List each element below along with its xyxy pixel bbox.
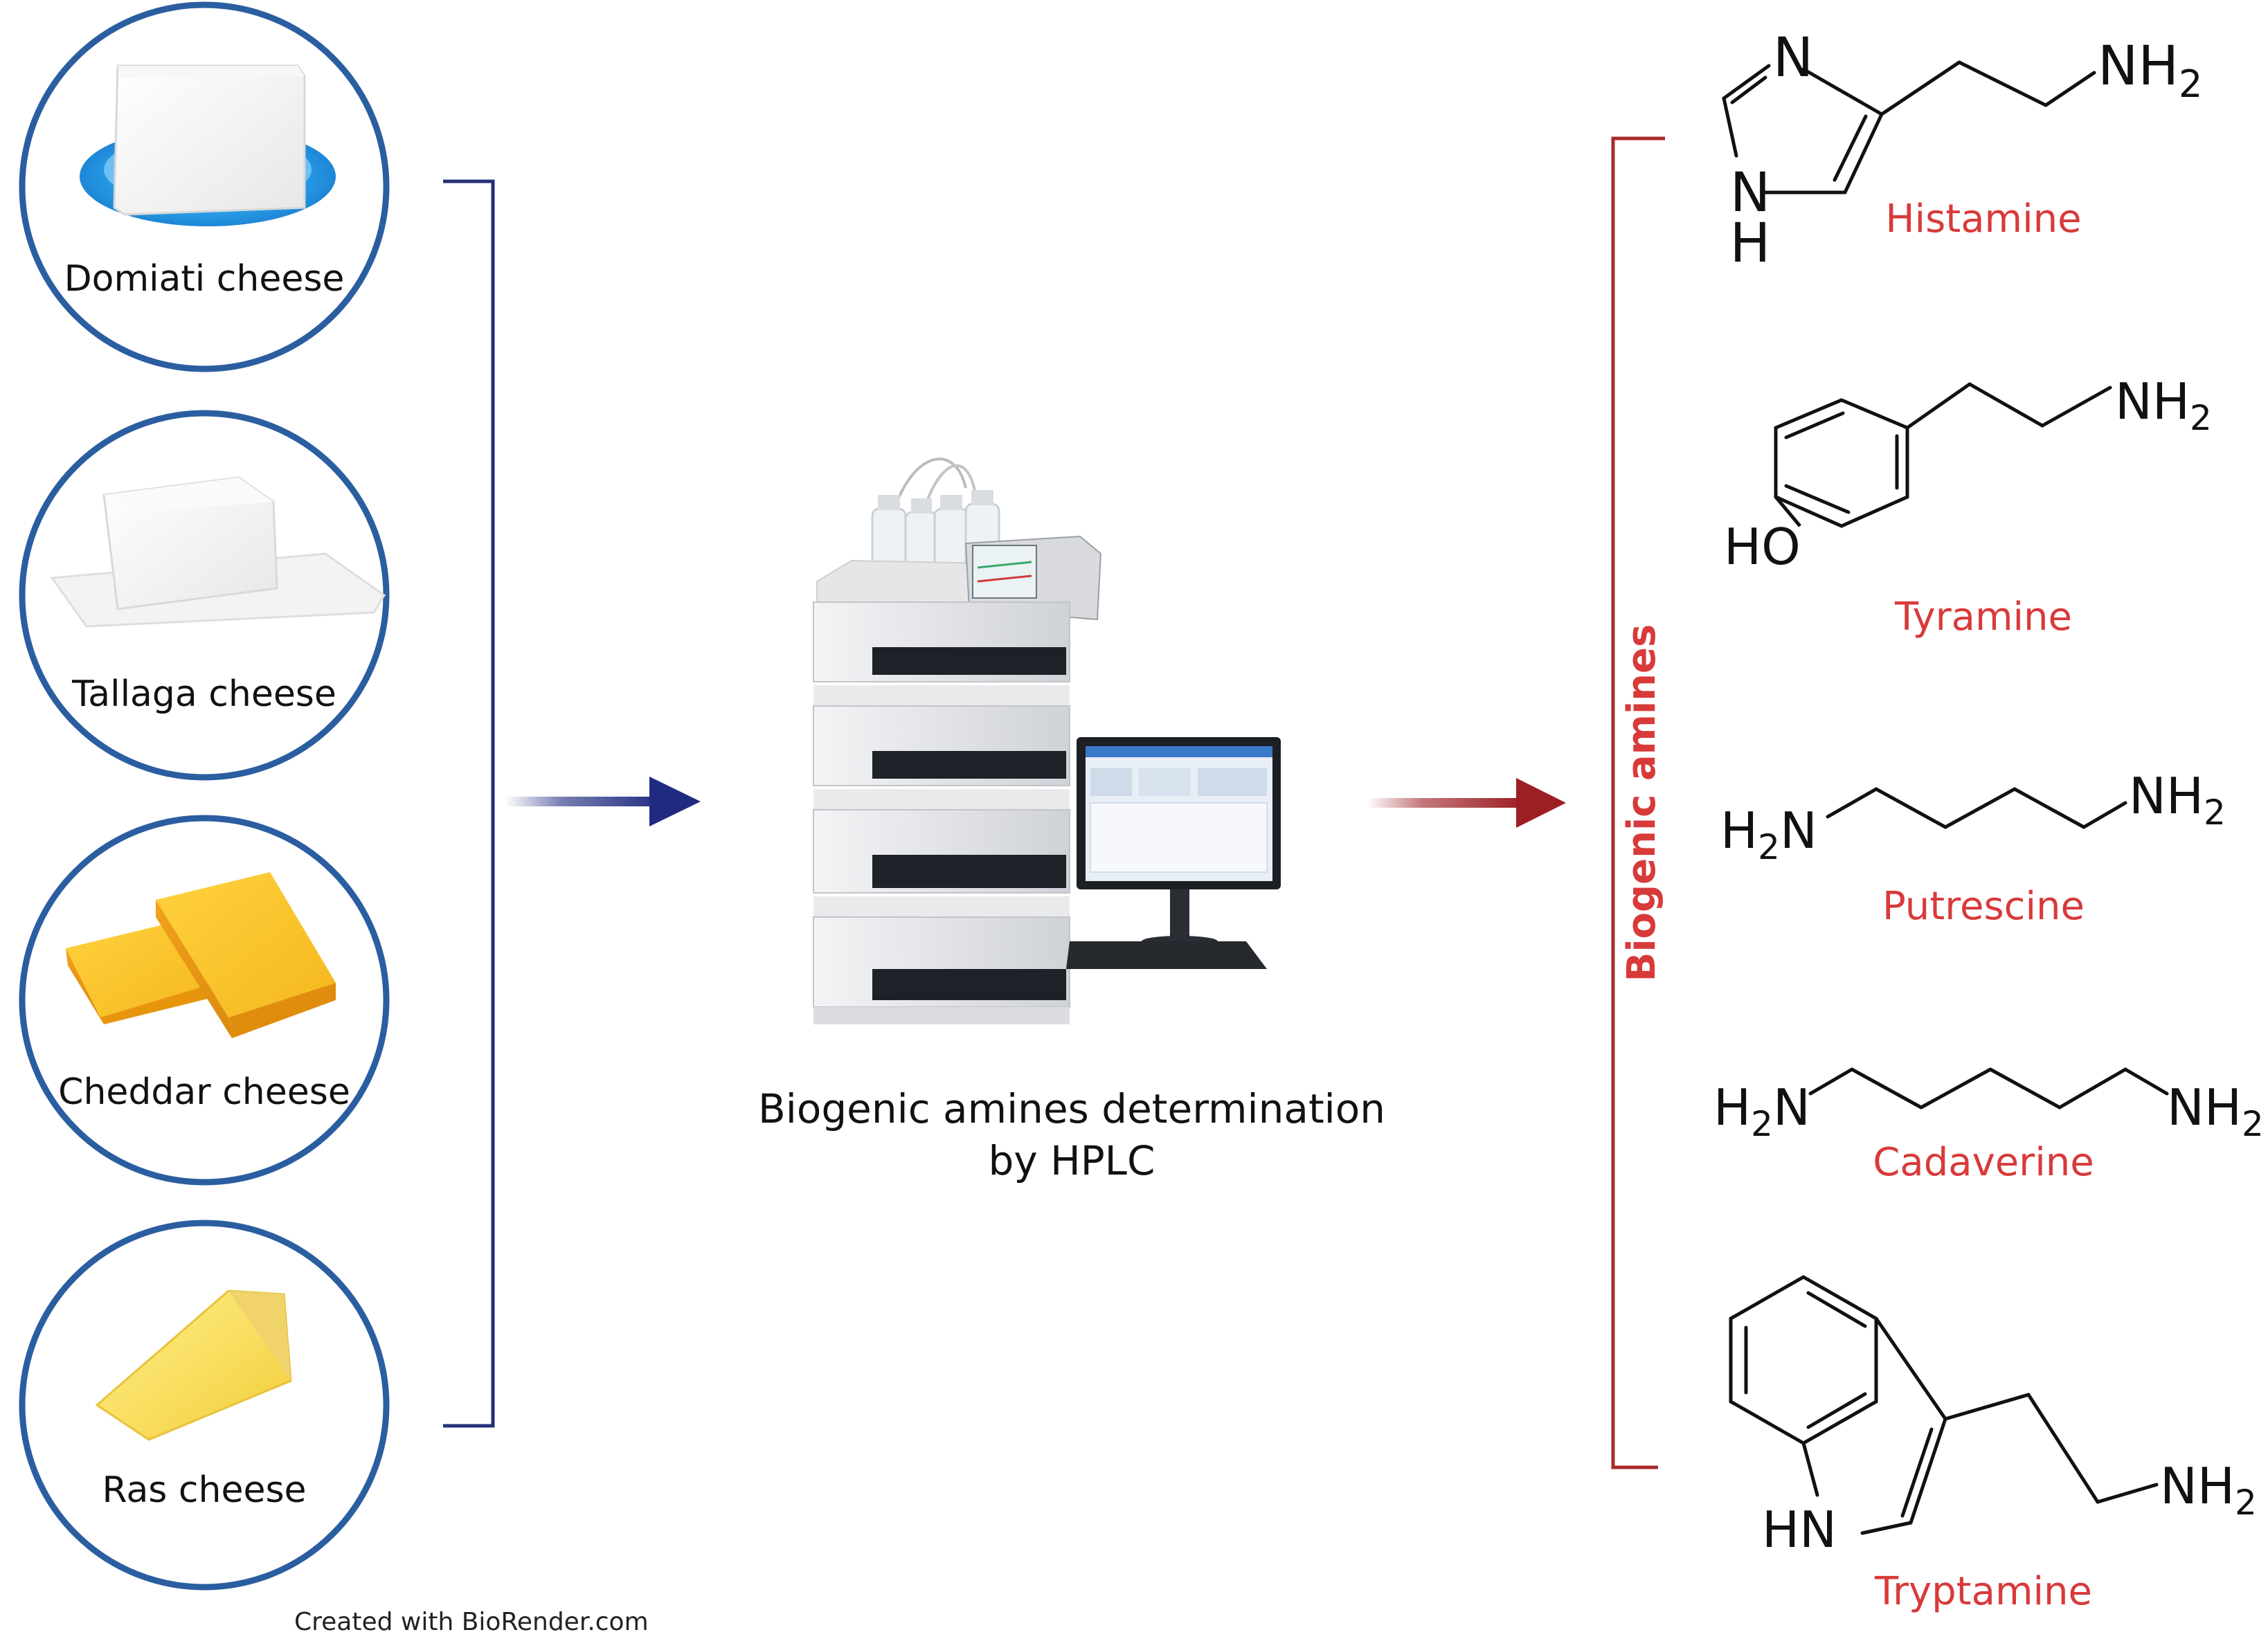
indole-nh: HN <box>1762 1501 1837 1559</box>
oh-bond <box>1774 496 1801 527</box>
amine-group-left: H2N <box>1720 802 1817 867</box>
amine-group: NH2 <box>2115 372 2212 438</box>
sample-label: Domiati cheese <box>64 258 345 300</box>
molecule-bonds <box>1774 382 2112 528</box>
sample-cheddar: Cheddar cheese <box>19 815 390 1186</box>
sample-tallaga: Tallaga cheese <box>19 410 390 781</box>
sample-ras: Ras cheese <box>19 1220 390 1591</box>
ring-bond <box>1860 1521 1913 1535</box>
tryptamine-structure: HN NH2 Tryptamine <box>1729 1275 2257 1614</box>
amine-subscript: 2 <box>2242 1104 2264 1144</box>
hplc-caption-line1: Biogenic amines determination <box>758 1085 1385 1132</box>
amine-subscript: 2 <box>1758 827 1780 867</box>
amine-h: H <box>1720 802 1758 860</box>
amine-group-right: NH2 <box>2167 1078 2264 1144</box>
sample-label: Ras cheese <box>102 1469 306 1511</box>
histamine-structure: N N H NH2 Histamine <box>1722 27 2202 275</box>
amine-group-text: NH <box>2129 767 2204 825</box>
amine-group: NH2 <box>2098 35 2202 106</box>
amine-group-text: NH <box>2167 1078 2242 1137</box>
amine-subscript: 2 <box>2235 1483 2257 1523</box>
amine-group-left: H2N <box>1713 1078 1810 1144</box>
hydroxyl-group: HO <box>1724 518 1801 576</box>
computer-workstation <box>1066 737 1281 969</box>
amine-subscript: 2 <box>2204 793 2226 833</box>
atom-n-ring: N <box>1730 162 1770 224</box>
domiati-cheese-illustration <box>80 64 336 226</box>
instant-pilot <box>964 535 1102 621</box>
ring-bond <box>1801 1441 1819 1497</box>
hplc-caption-line2: by HPLC <box>989 1137 1155 1184</box>
amines-bracket <box>1611 136 1665 1469</box>
to-hplc-arrow <box>505 777 701 826</box>
sample-ring <box>19 815 390 1186</box>
to-amines-arrow <box>1367 778 1566 828</box>
amine-h: H <box>1713 1078 1751 1137</box>
atom-n-top: N <box>1773 27 1813 89</box>
amine-subscript: 2 <box>2190 398 2212 438</box>
molecule-bonds <box>1808 1067 2169 1110</box>
amine-group-right: NH2 <box>2129 767 2226 833</box>
amine-group-text: NH <box>2115 372 2190 431</box>
amine-name: Tyramine <box>1894 595 2072 640</box>
molecule-bonds <box>1729 1275 2159 1525</box>
putrescine-structure: H2N NH2 Putrescine <box>1720 767 2226 929</box>
cheddar-cheese-illustration <box>66 872 336 1038</box>
atom-h-ring: H <box>1730 212 1771 275</box>
cadaverine-structure: H2N NH2 Cadaverine <box>1713 1067 2264 1185</box>
tallaga-cheese-illustration <box>50 476 386 628</box>
biorender-credit: Created with BioRender.com <box>294 1608 649 1636</box>
amine-group-text: NH <box>2098 35 2179 98</box>
amine-n: N <box>1780 802 1817 860</box>
amine-name: Cadaverine <box>1873 1140 2094 1185</box>
amine-name: Putrescine <box>1882 884 2085 929</box>
hplc-stack <box>813 601 1070 1024</box>
amine-group: NH2 <box>2160 1457 2257 1523</box>
sample-domiati: Domiati cheese <box>19 1 390 372</box>
amine-group-text: NH <box>2160 1457 2235 1515</box>
amine-n: N <box>1773 1078 1810 1137</box>
tyramine-structure: HO NH2 Tyramine <box>1724 372 2212 640</box>
sample-label: Cheddar cheese <box>58 1071 350 1113</box>
amine-subscript: 2 <box>2179 62 2202 106</box>
ras-cheese-illustration <box>95 1289 292 1441</box>
amines-bracket-label: Biogenic amines <box>1619 624 1664 982</box>
molecule-bonds <box>1722 60 2096 194</box>
samples-bracket <box>443 179 495 1428</box>
molecule-bonds <box>1826 787 2127 829</box>
amine-subscript: 2 <box>1751 1104 1773 1144</box>
hplc-instrument <box>813 458 1281 1024</box>
sample-label: Tallaga cheese <box>71 673 336 715</box>
amine-name: Histamine <box>1885 197 2081 242</box>
amine-name: Tryptamine <box>1874 1569 2092 1614</box>
